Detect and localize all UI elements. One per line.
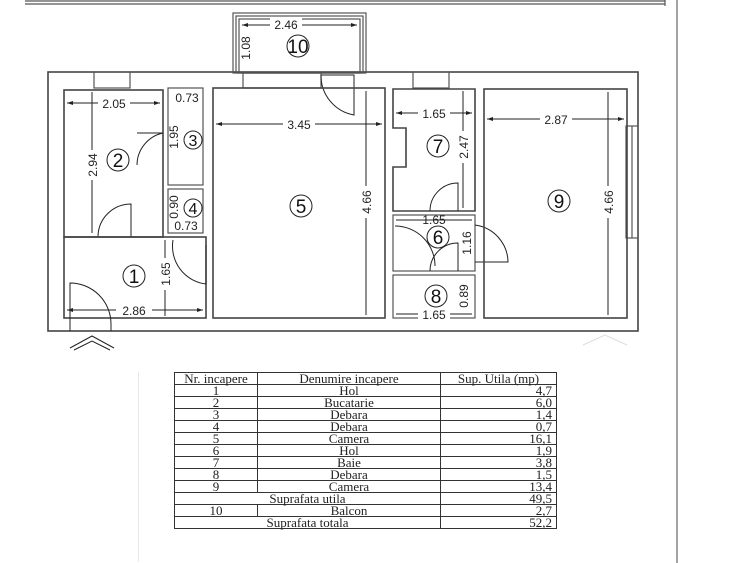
room-9-room: 2.87 4.66 9 — [483, 88, 628, 319]
dim-6-height: 1.16 — [460, 231, 474, 255]
table-row: 4 Debara 0,7 — [174, 420, 557, 433]
room-5-number: 5 — [296, 197, 307, 218]
dim-5-height: 4.66 — [360, 190, 374, 214]
table-row: 6 Hol 1,9 — [174, 444, 557, 457]
cell-name: Balcon — [257, 504, 441, 517]
exterior-walls — [47, 71, 639, 332]
balcony-row: 10 Balcon 2,7 — [174, 504, 557, 517]
room-5-room: 3.45 4.66 5 — [212, 87, 386, 319]
dim-10-height: 1.08 — [239, 36, 253, 60]
cell-area: 1,5 — [440, 468, 557, 481]
dim-9-width: 2.87 — [544, 113, 568, 127]
dim-3-width: 0.73 — [175, 91, 199, 105]
entrance-chevron-icon — [69, 335, 115, 351]
header-room-area: Sup. Utila (mp) — [440, 372, 557, 385]
table-row: 9 Camera 13,4 — [174, 480, 557, 493]
room-7-number: 7 — [433, 137, 444, 158]
room-1-number: 1 — [129, 267, 140, 288]
room-4-storage: 0.90 4 0.73 — [167, 188, 204, 234]
table-row: 8 Debara 1,5 — [174, 468, 557, 481]
dim-10-width: 2.46 — [274, 18, 298, 32]
table-header-row: Nr. incapere Denumire incapere Sup. Util… — [174, 372, 557, 385]
dim-6-width: 1.65 — [422, 213, 446, 227]
room-6-hall: 1.65 1.16 6 — [392, 213, 509, 272]
dim-8-height: 0.89 — [457, 284, 471, 308]
cell-nr: 9 — [174, 480, 258, 493]
room-4-number: 4 — [189, 201, 198, 218]
room-area-table: Nr. incapere Denumire incapere Sup. Util… — [174, 372, 557, 529]
cell-area: 2,7 — [440, 504, 557, 517]
top-frame — [25, 0, 678, 563]
dim-5-width: 3.45 — [287, 118, 311, 132]
cell-nr: 10 — [174, 504, 258, 517]
table-row: 3 Debara 1,4 — [174, 408, 557, 421]
faded-table-ghost — [138, 372, 175, 562]
dim-1-height: 1.65 — [159, 262, 173, 286]
total-area: 52,2 — [440, 516, 557, 529]
room-8-storage: 8 0.89 1.65 — [392, 274, 476, 322]
table-row: 5 Camera 16,1 — [174, 432, 557, 445]
subtotal-label: Suprafata utila — [174, 492, 441, 505]
dim-9-height: 4.66 — [602, 190, 616, 214]
total-row: Suprafata totala 52,2 — [174, 516, 557, 529]
subtotal-row: Suprafata utila 49,5 — [174, 492, 557, 505]
room-3-storage: 0.73 1.95 3 — [167, 87, 204, 186]
room-6-number: 6 — [433, 228, 444, 249]
room-9-number: 9 — [554, 192, 565, 213]
dim-2-height: 2.94 — [86, 153, 100, 177]
dim-1-width: 2.86 — [122, 304, 146, 318]
dim-7-height: 2.47 — [457, 135, 471, 159]
room-7-bathroom: 1.65 2.47 7 — [392, 88, 476, 212]
dim-4-height: 0.90 — [167, 195, 181, 219]
dim-4-width: 0.73 — [174, 219, 198, 233]
total-label: Suprafata totala — [174, 516, 441, 529]
room-8-number: 8 — [431, 287, 442, 308]
dim-8-width: 1.65 — [422, 308, 446, 322]
room-3-number: 3 — [189, 133, 198, 150]
dim-3-height: 1.95 — [167, 125, 181, 149]
room-2-number: 2 — [113, 151, 124, 172]
dim-7-width: 1.65 — [422, 107, 446, 121]
room-10-number: 10 — [287, 37, 308, 58]
room-10-balcony: 2.46 1.08 10 — [232, 12, 367, 116]
dim-2-width: 2.05 — [102, 97, 126, 111]
room-2-kitchen: 2.05 2.94 2 — [63, 89, 164, 238]
room-1-hall: 2.86 1.65 1 — [63, 236, 207, 331]
cell-name: Camera — [257, 480, 441, 493]
table-row: 7 Baie 3,8 — [174, 456, 557, 469]
ghost-chevron-icon — [582, 334, 628, 346]
